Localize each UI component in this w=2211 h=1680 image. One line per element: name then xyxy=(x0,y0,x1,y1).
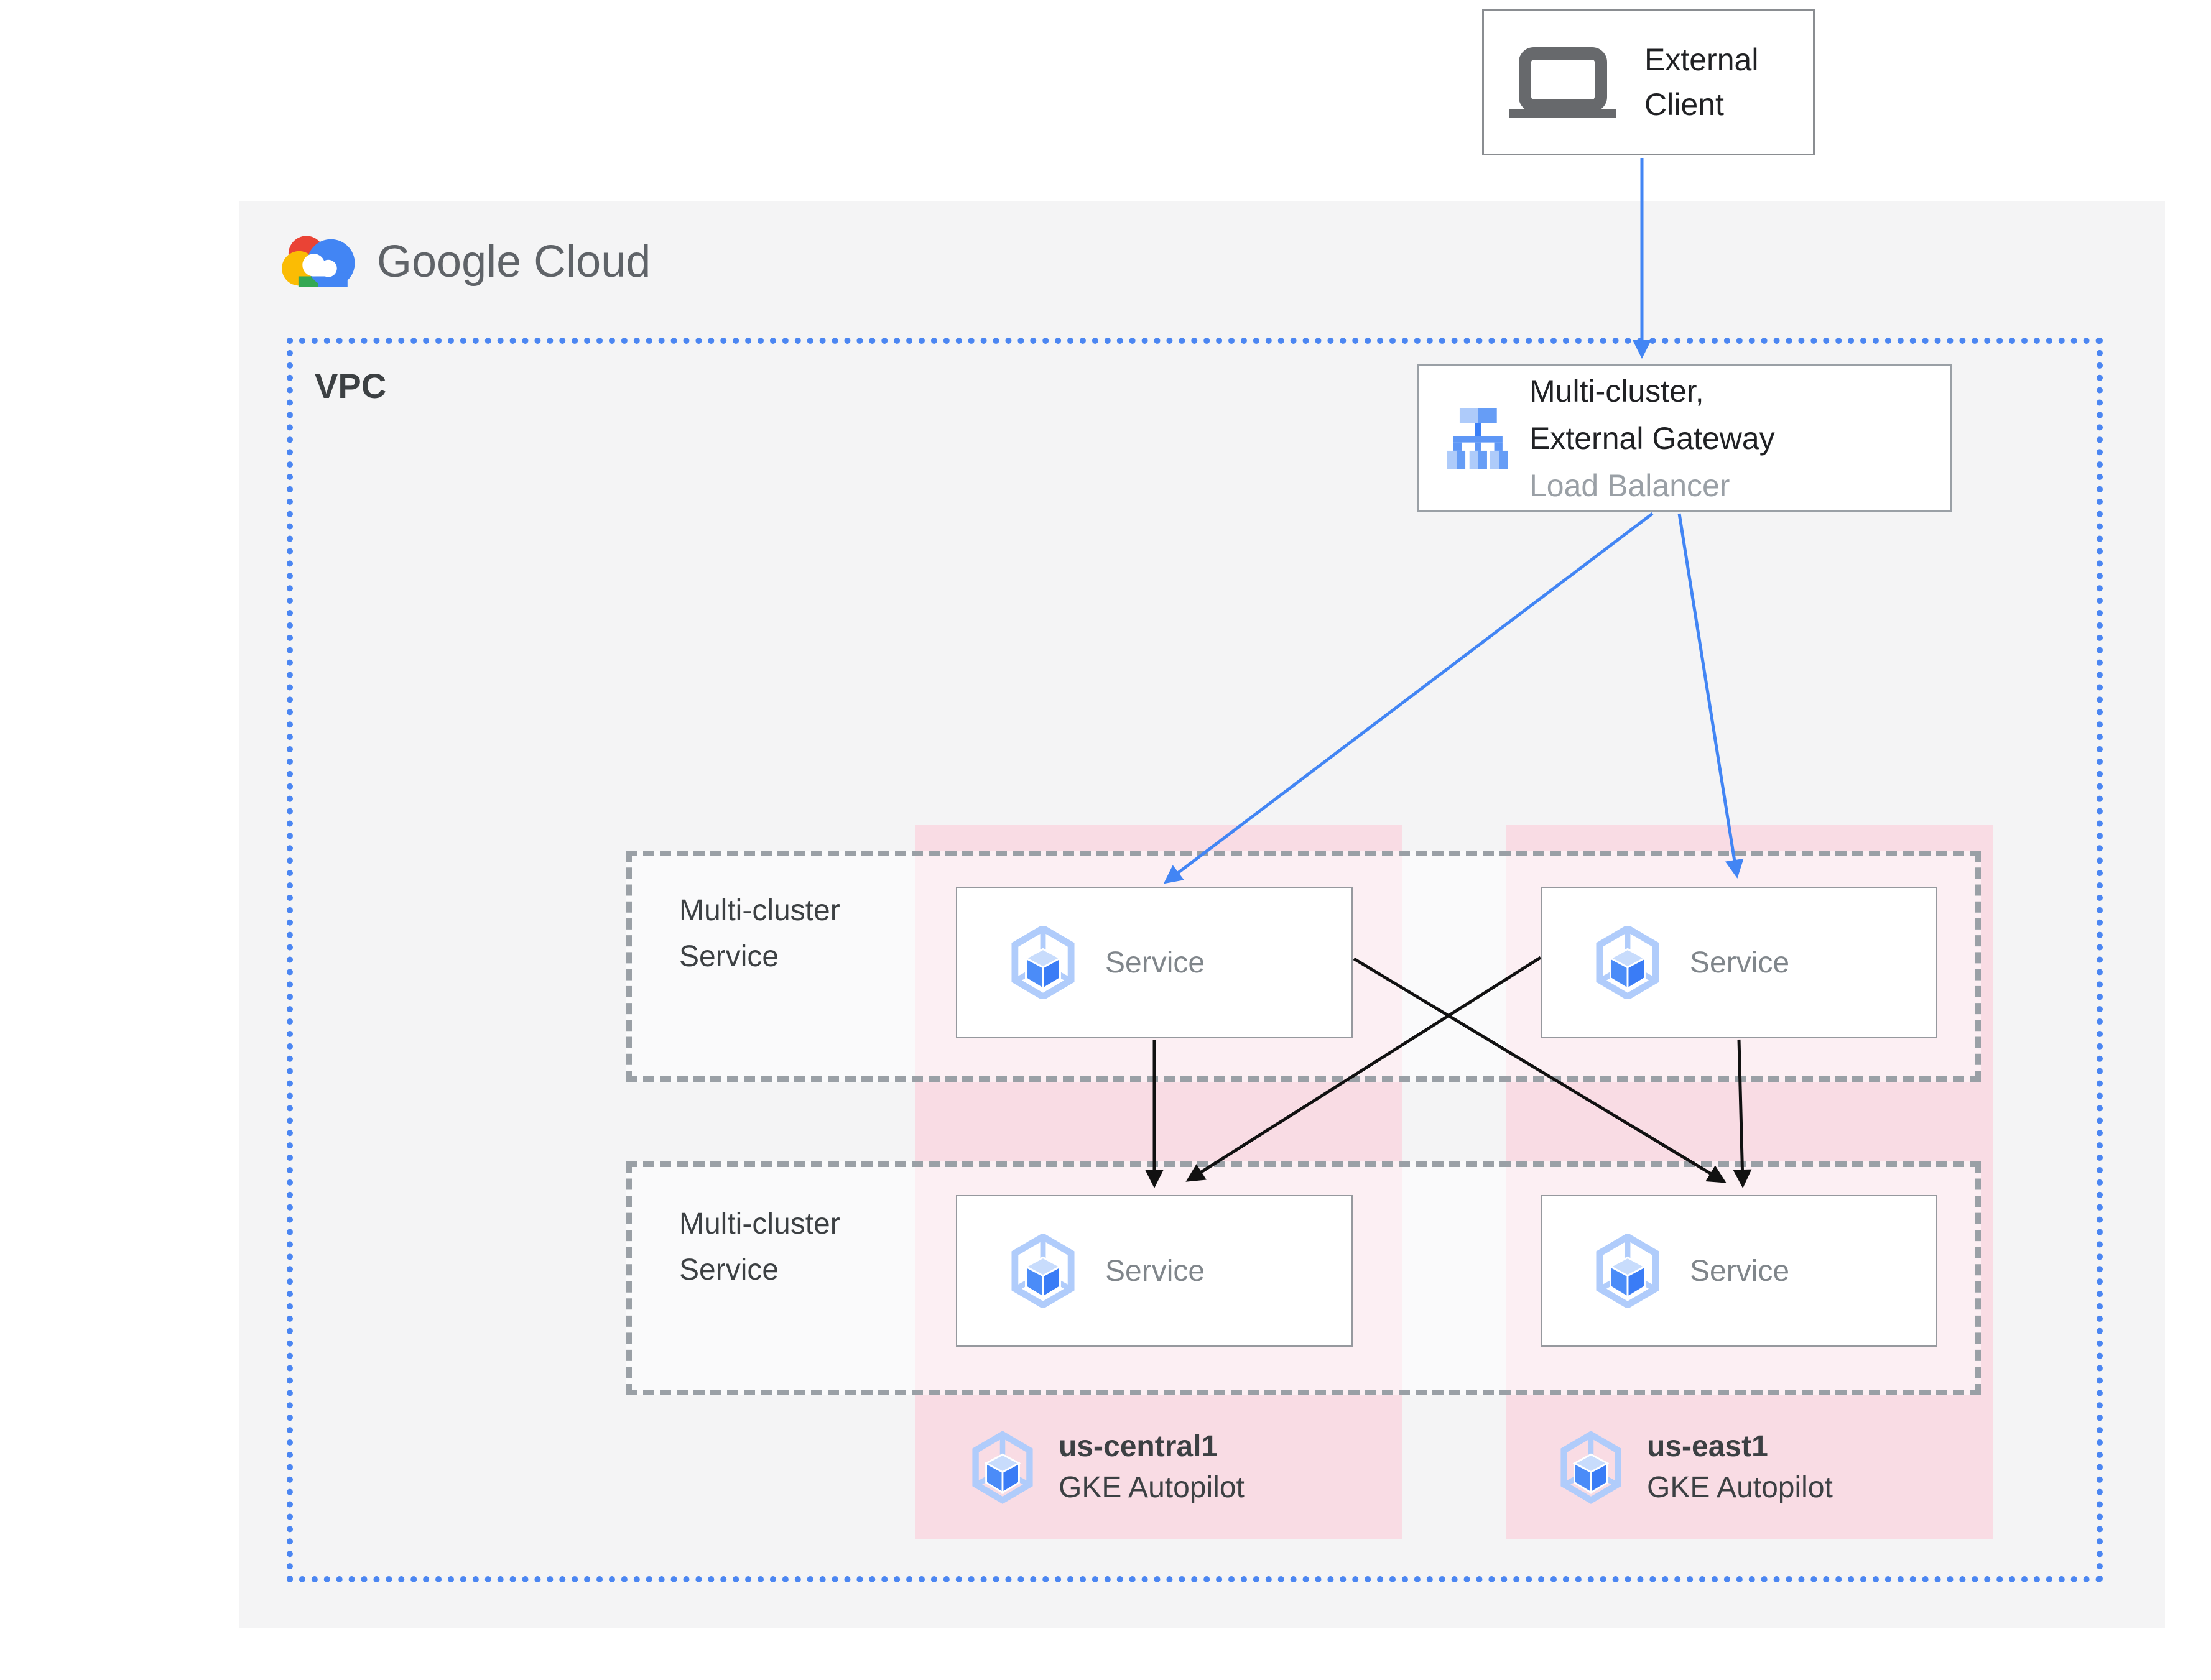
gke-service-icon xyxy=(1596,1234,1659,1308)
multi-cluster-service-label-upper: Multi-cluster Service xyxy=(679,888,840,980)
external-client-label-line1: External xyxy=(1644,42,1759,77)
google-cloud-wordmark: Google Cloud xyxy=(377,237,651,287)
vpc-boundary xyxy=(287,338,2103,1582)
service-label: Service xyxy=(1105,1254,1205,1288)
service-node-lower-us-central1: Service xyxy=(956,1195,1353,1347)
mcs-lower-label-line1: Multi-cluster xyxy=(679,1207,840,1240)
google-cloud-cloud-icon xyxy=(282,236,355,287)
cluster-label-us-central1: us-central1 GKE Autopilot xyxy=(971,1426,1245,1508)
load-balancer-icon xyxy=(1447,407,1508,469)
service-label: Service xyxy=(1690,946,1790,979)
external-client-node: External Client xyxy=(1482,9,1815,155)
service-node-lower-us-east1: Service xyxy=(1541,1195,1937,1347)
gke-cluster-icon xyxy=(1560,1431,1621,1504)
gke-service-icon xyxy=(1011,1234,1075,1308)
multi-cluster-gateway-node: Multi-cluster, External Gateway Load Bal… xyxy=(1417,364,1952,512)
laptop-icon xyxy=(1509,47,1616,118)
cluster-platform: GKE Autopilot xyxy=(1059,1471,1245,1504)
service-label: Service xyxy=(1690,1254,1790,1288)
google-cloud-logo: Google Cloud xyxy=(280,225,840,298)
gke-cluster-icon xyxy=(972,1431,1033,1504)
service-node-upper-us-central1: Service xyxy=(956,887,1353,1038)
mcs-upper-label-line2: Service xyxy=(679,940,779,973)
cluster-label-us-east1: us-east1 GKE Autopilot xyxy=(1560,1426,1833,1508)
multi-cluster-service-label-lower: Multi-cluster Service xyxy=(679,1201,840,1293)
service-label: Service xyxy=(1105,946,1205,979)
cluster-platform: GKE Autopilot xyxy=(1647,1471,1833,1504)
gke-service-icon xyxy=(1596,926,1659,999)
cluster-name: us-central1 xyxy=(1059,1430,1218,1463)
gke-service-icon xyxy=(1011,926,1075,999)
service-node-upper-us-east1: Service xyxy=(1541,887,1937,1038)
cluster-name: us-east1 xyxy=(1647,1430,1768,1463)
mcs-lower-label-line2: Service xyxy=(679,1253,779,1286)
gateway-label-line3: Load Balancer xyxy=(1529,468,1730,503)
vpc-label: VPC xyxy=(315,366,387,405)
gateway-label-line2: External Gateway xyxy=(1529,420,1775,456)
mcs-upper-label-line1: Multi-cluster xyxy=(679,894,840,927)
gateway-label-line1: Multi-cluster, xyxy=(1529,373,1704,408)
external-client-label-line2: Client xyxy=(1644,87,1724,122)
